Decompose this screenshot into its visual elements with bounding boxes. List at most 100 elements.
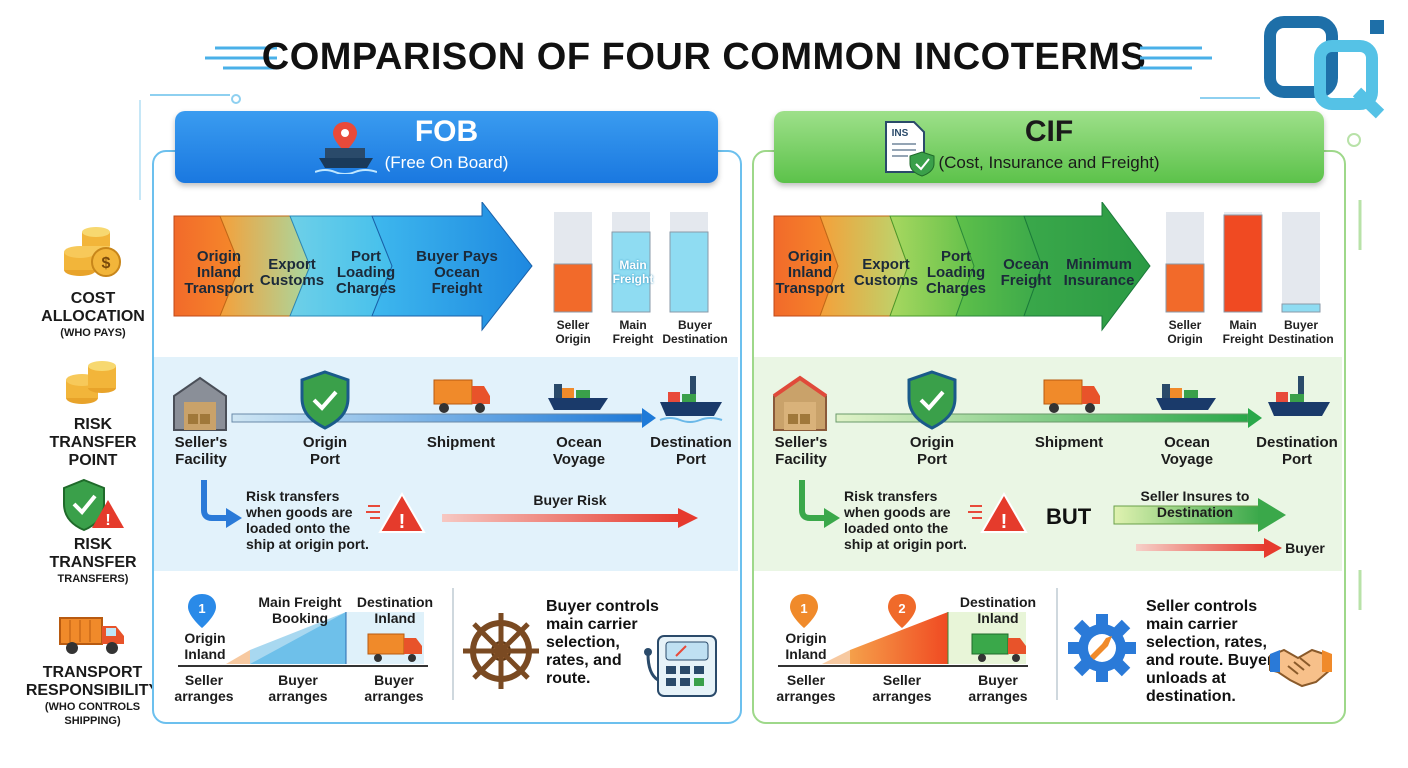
title-deco-right [1140,46,1212,70]
cif-cost-step-1: Origin Inland Transport [775,248,845,297]
cif-timeline [772,370,1330,431]
ship-wheel-icon [463,613,539,689]
coins-dollar-icon: $ [64,227,121,277]
cif-transport-dest: Destination Inland [959,594,1037,626]
logo-icon [1264,16,1385,119]
fob-arranger-2: Buyer arranges [268,672,328,704]
fob-control-text: Buyer controls main carrier selection, r… [546,598,659,687]
cif-seller-insures-arrow [1113,498,1286,532]
step-1-pin-icon: 1 [188,594,216,628]
shipment-truck-icon [1043,379,1100,413]
cif-bar-label-2: Main Freight [1222,318,1264,346]
svg-text:!: ! [105,512,110,529]
cif-bar-2 [1223,214,1263,313]
svg-text:2: 2 [898,601,905,616]
fob-transport-dest: Destination Inland [356,594,434,626]
cif-buyer-risk-arrow [1136,538,1282,558]
cif-buyer-label: Buyer [1285,540,1325,556]
cif-control-text: Seller controls main carrier selection, … [1146,598,1274,705]
cif-header: CIF (Cost, Insurance and Freight) [774,111,1324,183]
fob-header: FOB (Free On Board) [175,111,718,183]
cif-cost-step-5: Minimum Insurance [1063,256,1135,289]
fob-transport-chart: 1 [178,594,428,667]
cif-subtitle: (Cost, Insurance and Freight) [938,153,1160,172]
fob-arranger-1: Seller arranges [174,672,234,704]
fob-bar-label-1: Seller Origin [555,318,591,346]
fob-bar-inner-label: Main Freight [612,258,654,286]
cif-down-right-arrow [799,480,840,528]
shipment-truck-icon [433,379,490,413]
fob-timeline-shipment: Shipment [426,434,496,451]
fob-subtitle: (Free On Board) [384,153,509,172]
fob-timeline-ocean-voyage: Ocean Voyage [552,434,606,468]
step-2-pin-icon: 2 [888,594,916,628]
cif-bar-3 [1281,303,1321,313]
svg-text:INS: INS [892,128,909,139]
cif-arranger-3: Buyer arranges [968,672,1028,704]
destination-ship-icon [659,376,723,423]
cif-timeline-origin-port: Origin Port [909,434,955,468]
fob-buyer-risk-label: Buyer Risk [533,492,607,508]
fob-cost-chevrons [173,202,533,332]
fob-bar-3 [669,231,709,313]
cif-bar-1 [1165,263,1205,313]
ocean-ship-icon [548,384,608,410]
fob-buyer-risk-arrow [442,508,698,528]
cif-timeline-ocean-voyage: Ocean Voyage [1160,434,1214,468]
cif-divider [1056,588,1058,700]
handshake-icon [1269,648,1332,688]
insurance-document-icon: INS [885,121,935,177]
cif-cost-step-2: Export Customs [853,256,919,289]
cif-title: CIF [1024,115,1074,148]
cif-timeline-shipment: Shipment [1034,434,1104,451]
fob-title: FOB [414,115,479,148]
fob-bar-1 [553,263,593,313]
cif-timeline-destination-port: Destination Port [1256,434,1338,468]
fob-warning-icon: ! [366,492,426,533]
svg-text:1: 1 [198,601,205,616]
title-deco-left [205,46,277,70]
gear-wrench-icon [1068,614,1136,682]
fob-bar-label-2: Main Freight [612,318,654,346]
fob-timeline-origin-port: Origin Port [302,434,348,468]
row-label-cost: COST ALLOCATION (WHO PAYS) [41,290,145,339]
fob-cost-bars [553,212,709,313]
cif-seller-insures-label: Seller Insures to Destination [1140,488,1250,520]
svg-text:$: $ [102,255,111,272]
page-title: COMPARISON OF FOUR COMMON INCOTERMS [261,36,1147,78]
fob-divider [452,588,454,700]
fob-transport-main: Main Freight Booking [258,594,342,626]
svg-text:!: ! [1001,511,1008,533]
cif-arranger-1: Seller arranges [776,672,836,704]
cif-timeline-seller-facility: Seller's Facility [774,434,828,468]
fob-timeline-seller-facility: Seller's Facility [174,434,228,468]
coins-icon [66,361,116,404]
fob-bar-2 [611,231,651,313]
step-1-pin-icon: 1 [790,594,818,628]
fob-timeline-destination-port: Destination Port [650,434,732,468]
warehouse-icon [772,375,828,431]
shield-warning-icon: ! [63,478,124,532]
cif-cost-step-4: Ocean Freight [1000,256,1052,289]
cif-transport-origin: Origin Inland [785,630,827,662]
row-label-risk-point: RISK TRANSFER POINT [49,416,137,469]
control-panel-icon [644,635,717,697]
cif-bar-label-1: Seller Origin [1167,318,1203,346]
fob-arranger-3: Buyer arranges [364,672,424,704]
cif-bar-track-3 [1282,212,1320,312]
fob-timeline [173,370,723,431]
cif-warning-icon: ! [968,492,1028,533]
cif-cost-chevrons [773,202,1151,332]
cif-risk-note: Risk transfers when goods are loaded ont… [844,488,967,552]
cif-cost-step-3: Port Loading Charges [925,248,987,297]
row-label-risk-transfer: RISK TRANSFER TRANSFERS) [49,536,137,585]
dest-truck-icon [971,633,1026,662]
dest-truck-icon [367,633,422,662]
ship-location-icon [315,122,377,174]
shield-check-icon [907,370,957,430]
warehouse-icon [173,376,227,431]
ocean-ship-icon [1156,384,1216,410]
cif-cost-bars [1165,212,1321,313]
cif-transport-chart: 1 2 [778,594,1028,667]
